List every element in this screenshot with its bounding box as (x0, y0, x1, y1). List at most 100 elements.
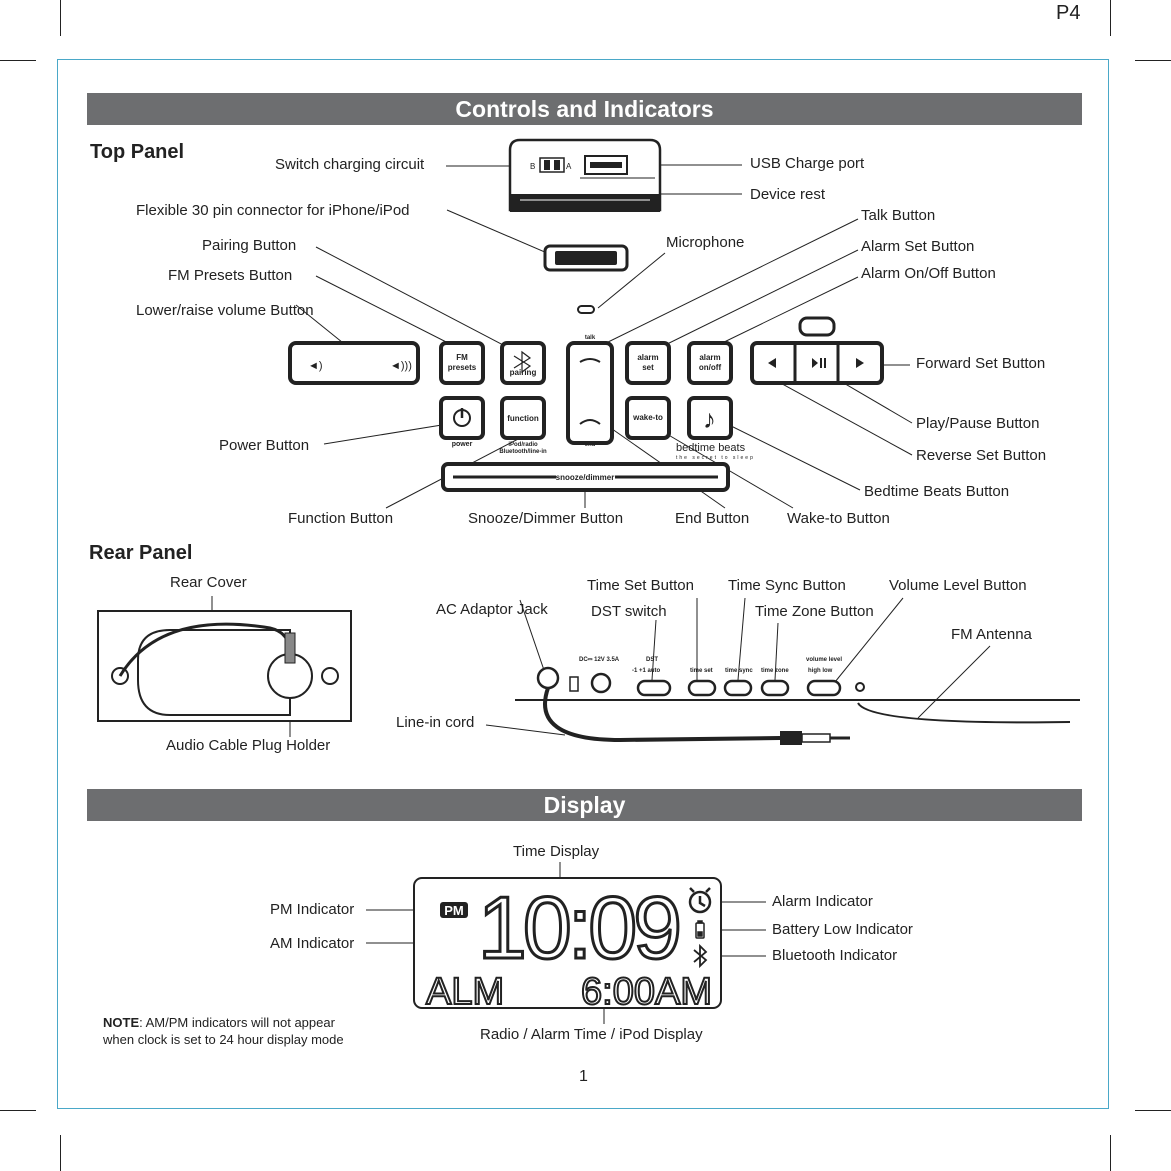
label-time-zone: Time Zone Button (755, 603, 874, 620)
svg-text:talk: talk (585, 335, 596, 341)
label-flexible-connector: Flexible 30 pin connector for iPhone/iPo… (136, 202, 410, 219)
rear-cover (97, 610, 352, 722)
svg-text:volume level: volume level (806, 657, 842, 663)
bedtime-beats-button (687, 396, 733, 440)
label-snooze: Snooze/Dimmer Button (468, 510, 624, 527)
device-rest (508, 138, 662, 212)
label-radio-display: Radio / Alarm Time / iPod Display (480, 1026, 703, 1043)
bluetooth-indicator-icon (693, 943, 708, 969)
label-volume-level: Volume Level Button (889, 577, 1027, 594)
microphone-hole (577, 305, 595, 314)
label-battery: Battery Low Indicator (772, 921, 913, 938)
svg-text:on/off: on/off (699, 363, 722, 372)
svg-text:FM: FM (456, 353, 468, 362)
svg-text:wake-to: wake-to (632, 413, 663, 422)
brand-logo-text: bedtime beats (676, 442, 746, 454)
label-audio-holder: Audio Cable Plug Holder (166, 737, 331, 754)
label-microphone: Microphone (666, 234, 745, 251)
svg-text:◄): ◄) (308, 360, 323, 372)
line-in-jack (536, 666, 560, 690)
svg-text:iPod/radio: iPod/radio (508, 442, 538, 448)
label-alarm-indicator: Alarm Indicator (772, 893, 873, 910)
pm-indicator: PM (444, 903, 464, 918)
switch-b-text: B (530, 162, 535, 171)
svg-text:◄))): ◄))) (390, 360, 412, 372)
bluetooth-icon (513, 350, 532, 374)
label-pairing: Pairing Button (202, 237, 297, 254)
volume-level-switch (806, 679, 842, 697)
svg-text:function: function (507, 414, 539, 423)
label-function: Function Button (288, 510, 394, 527)
usb-port (584, 155, 628, 175)
svg-text:-1 +1 auto: -1 +1 auto (632, 668, 661, 674)
time-sync-button (723, 679, 753, 697)
rear-panel-heading: Rear Panel (89, 542, 193, 564)
alarm-onoff-button (687, 341, 733, 385)
label-end: End Button (675, 510, 750, 527)
lcd-diagram: PM 10:09 ALM 6:00AM (366, 862, 766, 1024)
note: NOTE: AM/PM indicators will not appear w… (103, 1014, 344, 1048)
talk-phone-icon (579, 358, 601, 363)
snooze-dimmer-bar (441, 462, 730, 492)
label-switch-charging: Switch charging circuit (275, 156, 425, 173)
svg-text:time sync: time sync (725, 668, 753, 674)
label-power: Power Button (219, 437, 310, 454)
rear-leader-lines (211, 596, 991, 737)
svg-text:Bluetooth/line-in: Bluetooth/line-in (499, 449, 547, 455)
label-time-display: Time Display (513, 843, 600, 860)
svg-text:end: end (585, 442, 596, 448)
label-am: AM Indicator (270, 935, 355, 952)
label-device-rest: Device rest (750, 186, 826, 203)
top-panel-heading: Top Panel (90, 141, 185, 163)
svg-text:presets: presets (448, 363, 477, 372)
crop-mark (1110, 0, 1111, 36)
fm-antenna-wire (857, 702, 1071, 724)
note-line-2: when clock is set to 24 hour display mod… (103, 1032, 344, 1047)
svg-text:snooze/dimmer: snooze/dimmer (556, 473, 615, 482)
section-bar-display: Display (87, 789, 1082, 821)
label-pm: PM Indicator (270, 901, 355, 918)
label-fm-antenna: FM Antenna (951, 626, 1032, 643)
label-rear-cover: Rear Cover (170, 574, 247, 591)
label-reverse: Reverse Set Button (916, 447, 1047, 464)
page-number: 1 (579, 1068, 588, 1085)
svg-text:alarm: alarm (637, 353, 658, 362)
label-play-pause: Play/Pause Button (916, 415, 1040, 432)
time-set-button (687, 679, 717, 697)
rear-panel-diagram: DC⎓ 12V 3.5A DST -1 +1 auto time set tim… (97, 596, 1080, 745)
fm-presets-button (439, 341, 485, 385)
play-pause-icon (812, 358, 818, 368)
line-in-cord (543, 687, 781, 743)
label-talk: Talk Button (861, 207, 936, 224)
pin-connector (543, 244, 629, 272)
section-bar-controls: Controls and Indicators (87, 93, 1082, 125)
pm-indicator-box (440, 902, 468, 918)
svg-text:high low: high low (808, 668, 833, 674)
svg-text:DST: DST (646, 657, 658, 663)
page-label: P4 (1056, 2, 1081, 24)
label-volume: Lower/raise volume Button (136, 302, 314, 319)
crop-mark (0, 60, 36, 61)
crop-mark (1135, 1110, 1171, 1111)
ac-adaptor-jack (590, 672, 612, 694)
dst-switch (636, 679, 672, 697)
label-bedtime: Bedtime Beats Button (864, 483, 1010, 500)
label-alarm-onoff: Alarm On/Off Button (861, 265, 996, 282)
time-zone-button (760, 679, 790, 697)
volume-button (288, 341, 420, 385)
label-fm-presets: FM Presets Button (168, 267, 293, 284)
crop-mark (0, 1110, 36, 1111)
lcd-bottom-left: ALM (426, 971, 504, 1013)
end-phone-icon (579, 419, 601, 425)
note-label: NOTE (103, 1015, 140, 1030)
wake-to-button (625, 396, 671, 440)
note-line-1: : AM/PM indicators will not appear (139, 1015, 335, 1030)
label-wake-to: Wake-to Button (787, 510, 890, 527)
crop-mark (1135, 60, 1171, 61)
page-frame (57, 59, 1109, 1109)
label-bluetooth: Bluetooth Indicator (772, 947, 898, 964)
brand-tagline: the secret to sleep (676, 455, 755, 461)
leader-lines (295, 164, 913, 509)
svg-text:power: power (452, 441, 473, 448)
svg-text:DC⎓ 12V 3.5A: DC⎓ 12V 3.5A (579, 657, 620, 663)
